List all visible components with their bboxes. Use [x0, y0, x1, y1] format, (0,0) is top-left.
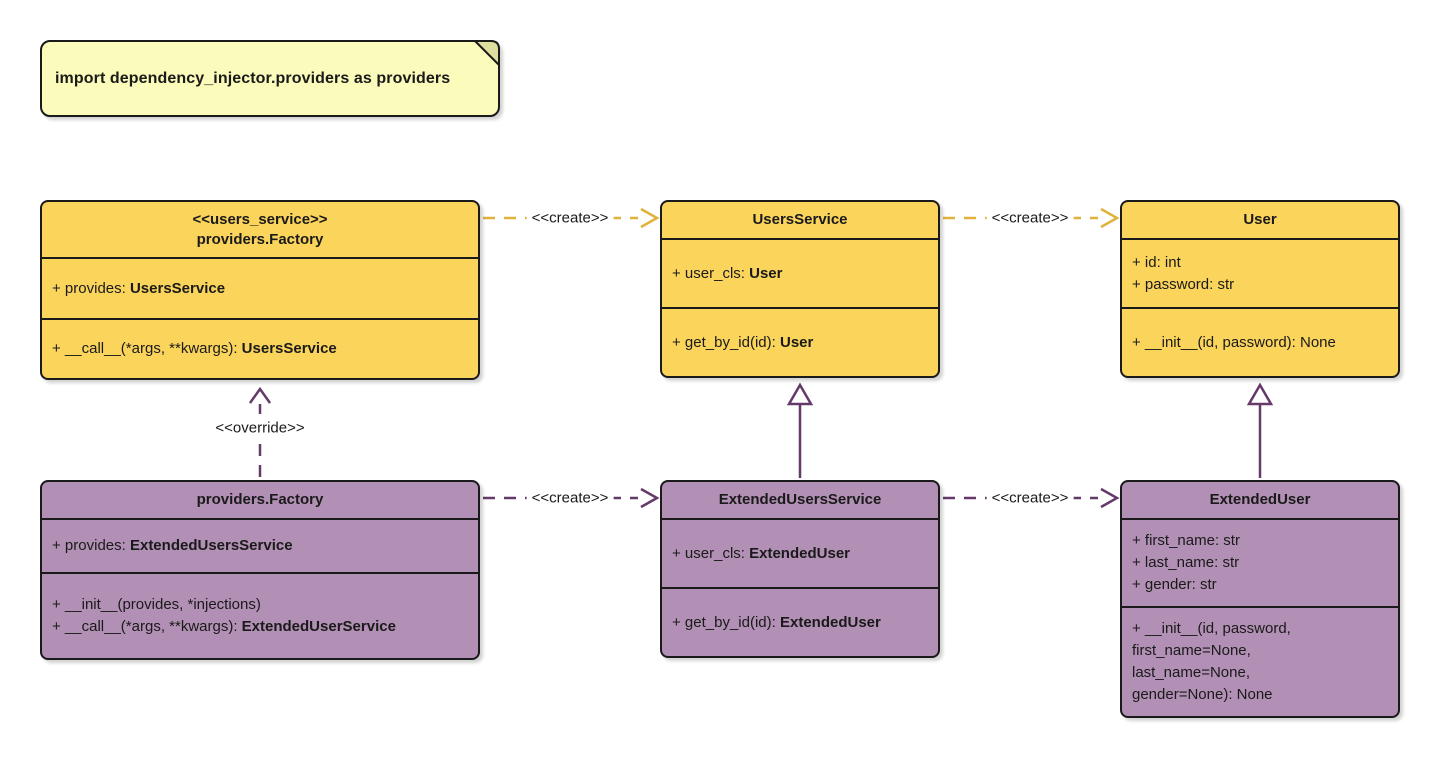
member-text: + provides:	[52, 537, 130, 554]
method-line: + get_by_id(id): ExtendedUser	[672, 612, 928, 634]
inheritance-arrow-extusersservice-to-usersservice	[786, 382, 814, 478]
member-type: ExtendedUser	[749, 544, 850, 562]
class-header: <<users_service>> providers.Factory	[42, 202, 478, 257]
class-name: ExtendedUser	[1209, 491, 1311, 508]
class-header: providers.Factory	[42, 482, 478, 518]
member-type: User	[749, 264, 783, 282]
edge-label-create: <<create>>	[986, 489, 1074, 507]
member-type: ExtendedUserService	[241, 618, 396, 635]
member-text: + __call__(*args, **kwargs):	[52, 340, 242, 357]
attributes-section: + id: int + password: str	[1122, 238, 1398, 307]
method-line: first_name=None,	[1132, 640, 1388, 662]
class-name: providers.Factory	[196, 230, 324, 248]
member-text: + provides:	[52, 279, 130, 297]
attributes-section: + provides: UsersService	[42, 257, 478, 318]
class-header: User	[1122, 202, 1398, 238]
class-name: UsersService	[752, 211, 848, 228]
methods-section: + get_by_id(id): User	[662, 307, 938, 376]
member-text: + gender: str	[1132, 576, 1217, 593]
methods-section: + __init__(provides, *injections) + __ca…	[42, 572, 478, 658]
attribute-line: + user_cls: User	[672, 263, 928, 285]
class-name: providers.Factory	[196, 491, 324, 508]
edge-label-override: <<override>>	[210, 419, 310, 437]
member-text: + first_name: str	[1132, 532, 1240, 549]
class-box-extended-users-service[interactable]: ExtendedUsersService + user_cls: Extende…	[660, 480, 940, 658]
member-text: gender=None): None	[1132, 686, 1273, 703]
methods-section: + __init__(id, password, first_name=None…	[1122, 606, 1398, 716]
class-name: ExtendedUsersService	[718, 491, 882, 508]
attribute-line: + provides: ExtendedUsersService	[52, 535, 468, 557]
method-line: + __call__(*args, **kwargs): ExtendedUse…	[52, 616, 468, 638]
class-box-users-service[interactable]: UsersService + user_cls: User + get_by_i…	[660, 200, 940, 378]
attribute-line: + password: str	[1132, 274, 1388, 296]
method-line: + __call__(*args, **kwargs): UsersServic…	[52, 338, 468, 360]
member-text: + get_by_id(id):	[672, 333, 780, 351]
class-header: ExtendedUser	[1122, 482, 1398, 518]
member-type: ExtendedUsersService	[129, 537, 293, 554]
member-text: + get_by_id(id):	[672, 613, 780, 631]
sticky-note-text: import dependency_injector.providers as …	[55, 69, 451, 87]
inheritance-arrow-extuser-to-user	[1246, 382, 1274, 478]
attributes-section: + user_cls: ExtendedUser	[662, 518, 938, 587]
sticky-note[interactable]: import dependency_injector.providers as …	[40, 40, 500, 117]
attribute-line: + gender: str	[1132, 574, 1388, 596]
class-stereotype: <<users_service>>	[192, 210, 328, 228]
edge-label-create: <<create>>	[526, 209, 614, 227]
method-line: + get_by_id(id): User	[672, 332, 928, 354]
attributes-section: + provides: ExtendedUsersService	[42, 518, 478, 572]
attribute-line: + user_cls: ExtendedUser	[672, 543, 928, 565]
method-line: gender=None): None	[1132, 684, 1388, 706]
class-box-user[interactable]: User + id: int + password: str + __init_…	[1120, 200, 1400, 378]
edge-label-create: <<create>>	[986, 209, 1074, 227]
methods-section: + get_by_id(id): ExtendedUser	[662, 587, 938, 656]
method-line: last_name=None,	[1132, 662, 1388, 684]
member-text: first_name=None,	[1132, 642, 1251, 659]
class-box-extended-user[interactable]: ExtendedUser + first_name: str + last_na…	[1120, 480, 1400, 718]
attribute-line: + provides: UsersService	[52, 278, 468, 300]
edge-label-create: <<create>>	[526, 489, 614, 507]
class-box-users-service-factory[interactable]: <<users_service>> providers.Factory + pr…	[40, 200, 480, 380]
method-line: + __init__(id, password,	[1132, 618, 1388, 640]
member-type: ExtendedUser	[779, 613, 881, 631]
attributes-section: + user_cls: User	[662, 238, 938, 307]
attributes-section: + first_name: str + last_name: str + gen…	[1122, 518, 1398, 606]
member-text: + id: int	[1132, 253, 1181, 271]
member-text: + __call__(*args, **kwargs):	[52, 618, 242, 635]
class-header: ExtendedUsersService	[662, 482, 938, 518]
member-type: UsersService	[241, 340, 337, 357]
note-fold-icon	[474, 40, 500, 66]
attribute-line: + first_name: str	[1132, 530, 1388, 552]
class-header: UsersService	[662, 202, 938, 238]
member-text: + password: str	[1132, 275, 1235, 293]
methods-section: + __call__(*args, **kwargs): UsersServic…	[42, 318, 478, 378]
class-box-extended-factory[interactable]: providers.Factory + provides: ExtendedUs…	[40, 480, 480, 660]
member-type: User	[779, 333, 814, 351]
class-name: User	[1243, 211, 1277, 228]
member-text: + __init__(id, password,	[1132, 620, 1291, 637]
methods-section: + __init__(id, password): None	[1122, 307, 1398, 376]
member-text: + user_cls:	[672, 264, 750, 282]
member-type: UsersService	[129, 279, 226, 297]
member-text: + last_name: str	[1132, 554, 1240, 571]
member-text: + __init__(provides, *injections)	[52, 596, 261, 613]
member-text: last_name=None,	[1132, 664, 1250, 681]
member-text: + user_cls:	[672, 544, 750, 562]
method-line: + __init__(id, password): None	[1132, 332, 1388, 354]
attribute-line: + last_name: str	[1132, 552, 1388, 574]
attribute-line: + id: int	[1132, 252, 1388, 274]
method-line: + __init__(provides, *injections)	[52, 594, 468, 616]
member-text: + __init__(id, password): None	[1132, 333, 1336, 351]
